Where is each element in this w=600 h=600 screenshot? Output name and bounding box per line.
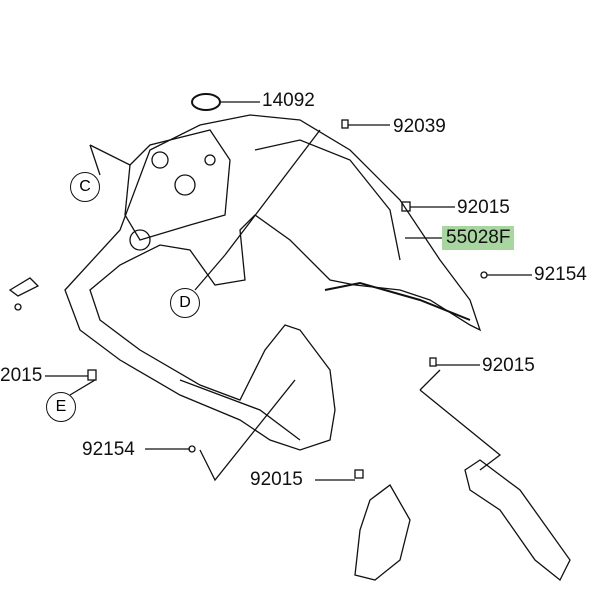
part-number-92154[interactable]: 92154 — [82, 439, 135, 460]
part-number-55028F-highlighted[interactable]: 55028F — [442, 226, 515, 250]
cowl-outline — [64, 114, 482, 451]
part-number-92015[interactable]: 92015 — [457, 197, 510, 218]
callout-e: E — [46, 392, 76, 422]
part-number-92015[interactable]: 92015 — [482, 355, 535, 376]
part-number-92039[interactable]: 92039 — [393, 116, 446, 137]
part-number-92154[interactable]: 92154 — [534, 264, 587, 285]
part-number-14092[interactable]: 14092 — [262, 90, 315, 111]
callout-d: D — [170, 288, 200, 318]
part-number-92015-cut[interactable]: 2015 — [0, 365, 43, 386]
callout-c: C — [70, 172, 100, 202]
part-number-92015[interactable]: 92015 — [250, 469, 303, 490]
